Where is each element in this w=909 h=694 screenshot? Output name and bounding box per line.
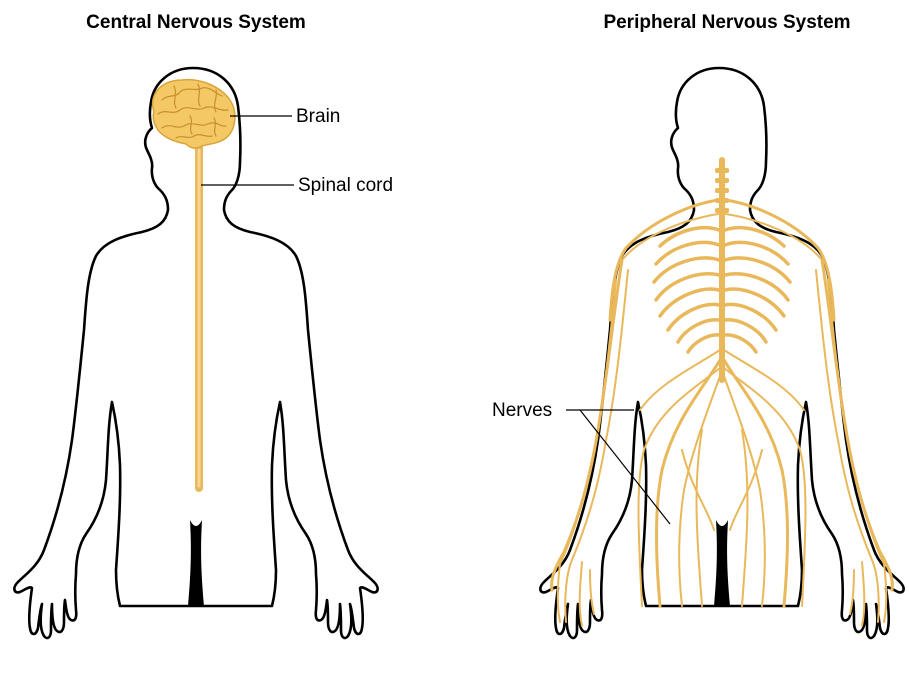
- cns-figure: [14, 68, 377, 638]
- central-nervous-system-title: Central Nervous System: [86, 12, 306, 33]
- spinal-cord-label: Spinal cord: [298, 175, 393, 196]
- brain-label: Brain: [296, 106, 340, 127]
- nerves-label: Nerves: [492, 400, 552, 421]
- peripheral-nervous-system-title: Peripheral Nervous System: [603, 12, 850, 33]
- pns-figure: [540, 68, 903, 638]
